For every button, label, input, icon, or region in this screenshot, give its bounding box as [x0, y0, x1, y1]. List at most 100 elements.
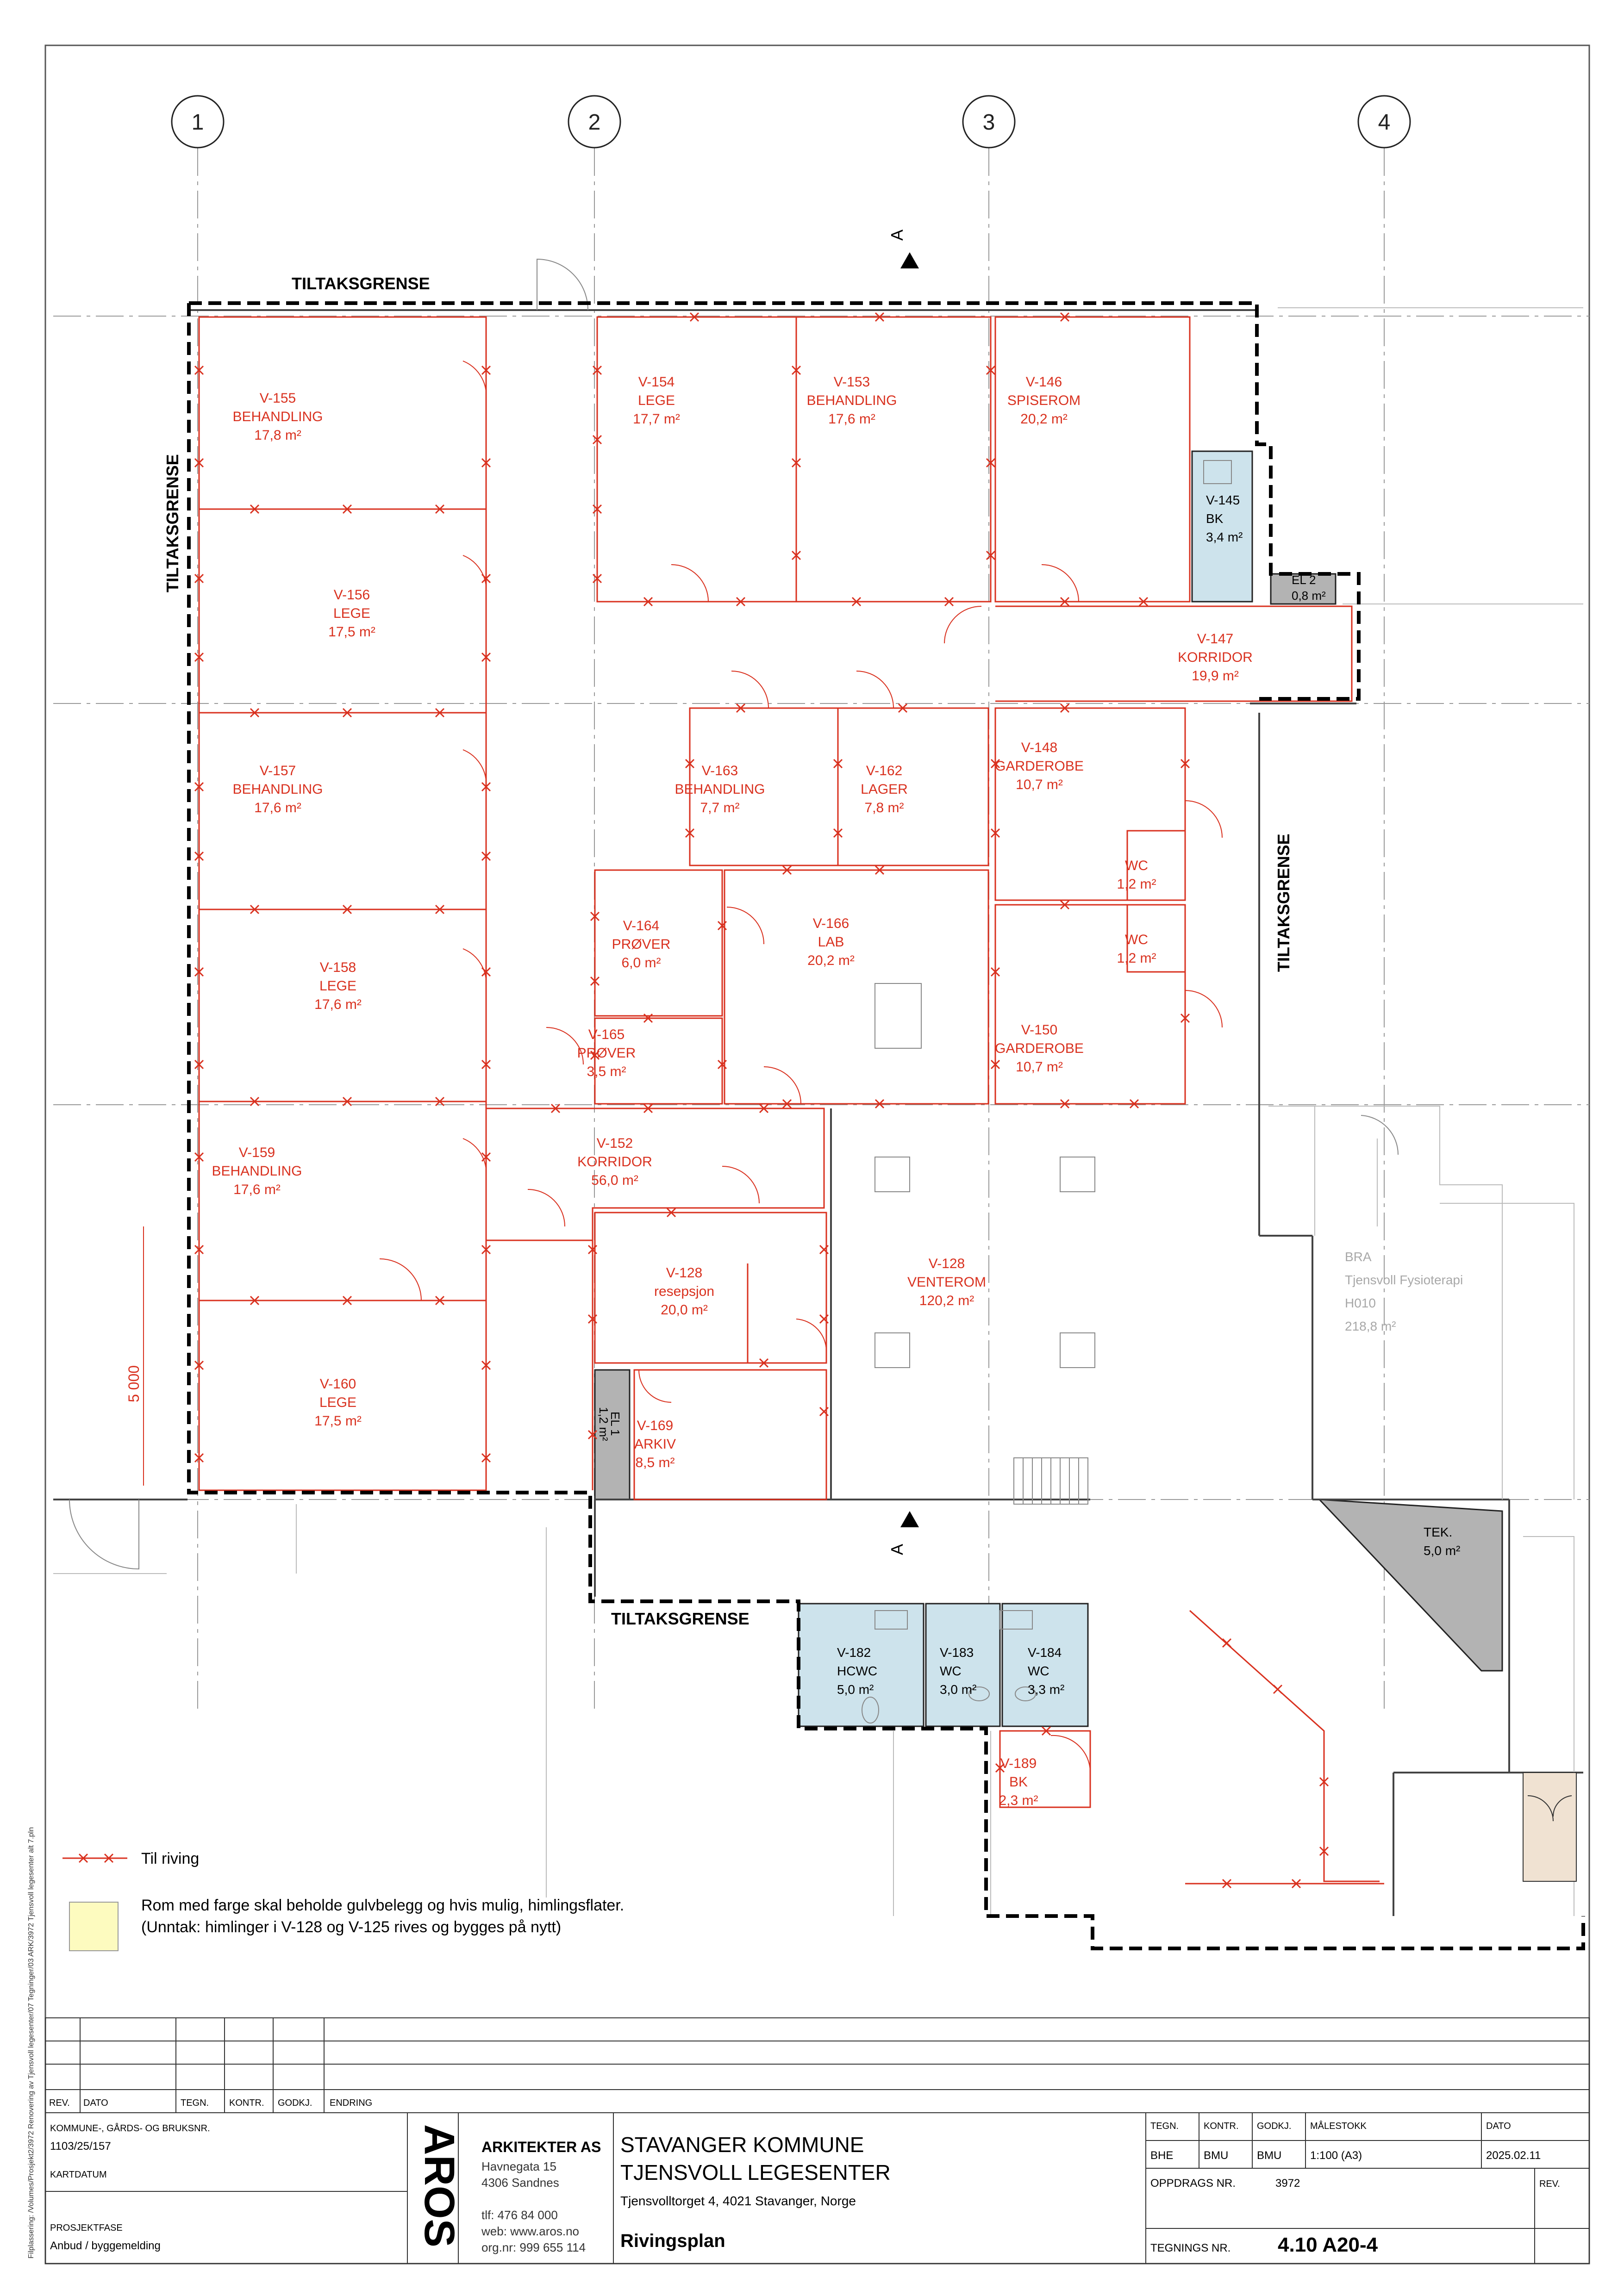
- svg-text:56,0 m²: 56,0 m²: [591, 1173, 638, 1188]
- svg-text:V-145: V-145: [1206, 493, 1240, 507]
- demolition-walls: [198, 316, 1384, 1885]
- svg-text:A: A: [887, 230, 906, 241]
- svg-text:V-153: V-153: [834, 374, 870, 390]
- svg-text:BK: BK: [1206, 511, 1224, 526]
- dimension-5000: 5 000: [125, 1226, 144, 1486]
- svg-text:V-162: V-162: [866, 763, 902, 778]
- legend: Til riving Rom med farge skal beholde gu…: [62, 1850, 624, 1951]
- svg-text:1,2 m²: 1,2 m²: [1117, 951, 1156, 966]
- svg-text:ENDRING: ENDRING: [330, 2098, 372, 2108]
- grid-axis-3: 3: [983, 110, 995, 135]
- svg-text:5,0 m²: 5,0 m²: [837, 1682, 874, 1697]
- svg-text:17,6 m²: 17,6 m²: [828, 411, 875, 427]
- svg-text:Tjensvoll Fysioterapi: Tjensvoll Fysioterapi: [1345, 1273, 1463, 1287]
- svg-text:17,5 m²: 17,5 m²: [328, 624, 375, 640]
- svg-text:4.10 A20-4: 4.10 A20-4: [1278, 2234, 1378, 2256]
- svg-text:DATO: DATO: [83, 2098, 108, 2108]
- svg-text:GARDEROBE: GARDEROBE: [995, 759, 1084, 774]
- svg-text:VENTEROM: VENTEROM: [907, 1275, 986, 1290]
- project-info: STAVANGER KOMMUNE TJENSVOLL LEGESENTER T…: [620, 2133, 891, 2251]
- title-block-left: KOMMUNE-, GÅRDS- OG BRUKSNR. 1103/25/157…: [50, 2123, 210, 2252]
- svg-text:20,2 m²: 20,2 m²: [1020, 411, 1068, 427]
- svg-text:WC: WC: [940, 1664, 962, 1678]
- svg-text:17,7 m²: 17,7 m²: [633, 411, 680, 427]
- svg-text:V-163: V-163: [702, 763, 738, 778]
- room-el2: EL 2 0,8 m²: [1292, 573, 1326, 603]
- svg-text:WC: WC: [1125, 932, 1148, 947]
- tiltaksgrense-boundary: [187, 301, 1585, 1950]
- svg-text:3972: 3972: [1275, 2177, 1300, 2190]
- grey-room-labels: EL 20,8 m² EL 11,2 m² TEK.5,0 m²: [597, 573, 1460, 1558]
- legend-kept-text-1: Rom med farge skal beholde gulvbelegg og…: [141, 1897, 624, 1914]
- revision-table: [45, 2017, 1590, 2113]
- svg-text:KARTDATUM: KARTDATUM: [50, 2170, 107, 2180]
- section-marker-top: A: [887, 230, 919, 268]
- svg-text:120,2 m²: 120,2 m²: [919, 1293, 974, 1308]
- svg-text:WC: WC: [1125, 858, 1148, 873]
- svg-text:0,8 m²: 0,8 m²: [1292, 589, 1326, 603]
- svg-text:V-159: V-159: [239, 1145, 275, 1160]
- svg-text:H010: H010: [1345, 1296, 1376, 1310]
- svg-text:TEGN.: TEGN.: [181, 2098, 209, 2108]
- svg-text:4306 Sandnes: 4306 Sandnes: [481, 2176, 559, 2190]
- svg-text:7,7 m²: 7,7 m²: [700, 800, 739, 815]
- neighbour-label: BRA Tjensvoll Fysioterapi H010 218,8 m²: [1345, 1250, 1463, 1333]
- svg-text:HCWC: HCWC: [837, 1664, 877, 1678]
- kept-room-fills: [798, 450, 1253, 1727]
- section-marker-bottom: A: [887, 1511, 919, 1555]
- svg-text:KOMMUNE-, GÅRDS- OG BRUKSNR.: KOMMUNE-, GÅRDS- OG BRUKSNR.: [50, 2123, 210, 2134]
- svg-text:V-164: V-164: [623, 918, 659, 933]
- grid-axis-bubbles: 1 2 3 4: [171, 95, 1411, 149]
- existing-doors: [69, 258, 1399, 1570]
- svg-text:2025.02.11: 2025.02.11: [1486, 2149, 1541, 2162]
- svg-text:ARKITEKTER AS: ARKITEKTER AS: [481, 2139, 601, 2155]
- svg-text:REV.: REV.: [1539, 2179, 1560, 2189]
- svg-text:GODKJ.: GODKJ.: [278, 2098, 312, 2108]
- demolition-markers: [194, 312, 1329, 1889]
- svg-text:EL 2: EL 2: [1292, 573, 1316, 587]
- svg-text:V-160: V-160: [320, 1376, 356, 1392]
- svg-text:Anbud / byggemelding: Anbud / byggemelding: [50, 2240, 161, 2252]
- svg-text:BMU: BMU: [1257, 2149, 1281, 2162]
- svg-text:LEGE: LEGE: [319, 978, 356, 994]
- svg-text:17,8 m²: 17,8 m²: [254, 428, 301, 443]
- drawing-title: Rivingsplan: [620, 2231, 725, 2251]
- svg-text:TEGN.: TEGN.: [1150, 2121, 1179, 2131]
- svg-text:1,2 m²: 1,2 m²: [597, 1407, 611, 1441]
- legend-demolition-text: Til riving: [141, 1850, 199, 1867]
- svg-text:10,7 m²: 10,7 m²: [1016, 1059, 1063, 1075]
- svg-text:V-128: V-128: [929, 1256, 965, 1271]
- svg-text:V-152: V-152: [597, 1136, 633, 1151]
- svg-text:8,5 m²: 8,5 m²: [635, 1455, 675, 1470]
- svg-text:LAB: LAB: [818, 934, 844, 950]
- svg-text:3,3 m²: 3,3 m²: [1028, 1682, 1064, 1697]
- svg-text:Havnegata 15: Havnegata 15: [481, 2159, 556, 2173]
- svg-text:V-154: V-154: [638, 374, 675, 390]
- svg-text:BRA: BRA: [1345, 1250, 1372, 1264]
- svg-text:V-184: V-184: [1028, 1645, 1062, 1660]
- neighbour-door-panel: [1523, 1772, 1577, 1882]
- tiltaksgrense-label-left: TILTAKSGRENSE: [163, 454, 182, 592]
- svg-text:KORRIDOR: KORRIDOR: [1178, 650, 1253, 665]
- svg-text:tlf: 476 84 000: tlf: 476 84 000: [481, 2208, 558, 2222]
- room-wc-upper: WC1,2 m²: [1117, 858, 1156, 892]
- svg-text:10,7 m²: 10,7 m²: [1016, 777, 1063, 792]
- svg-text:20,2 m²: 20,2 m²: [807, 953, 855, 968]
- grid-axis-4: 4: [1378, 110, 1391, 135]
- grid-axis-1: 1: [192, 110, 204, 135]
- svg-text:WC: WC: [1028, 1664, 1049, 1678]
- svg-text:EL 1: EL 1: [608, 1412, 622, 1436]
